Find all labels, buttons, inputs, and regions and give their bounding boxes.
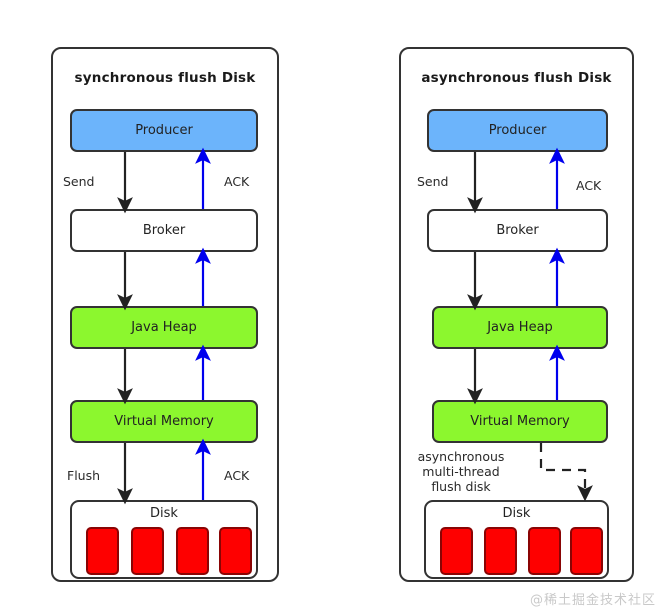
edge-label-send-synchronous: Send	[63, 174, 95, 189]
disk-label: Disk	[502, 506, 531, 521]
node-label: Producer	[135, 123, 193, 138]
panel-title-synchronous: synchronous flush Disk	[74, 70, 256, 86]
node-label: Producer	[488, 123, 547, 138]
node-label: Broker	[142, 223, 186, 238]
node-broker-asynchronous: Broker	[427, 209, 608, 252]
disk-platter	[219, 527, 252, 575]
node-broker-synchronous: Broker	[70, 209, 258, 252]
disk-platter	[570, 527, 603, 575]
panel-title-asynchronous: asynchronous flush Disk	[421, 70, 612, 86]
disk-platter	[131, 527, 164, 575]
disk-platter	[528, 527, 561, 575]
node-label: Virtual Memory	[470, 414, 570, 429]
node-java-heap-synchronous: Java Heap	[70, 306, 258, 349]
node-label: Broker	[496, 223, 539, 238]
node-label: Java Heap	[487, 320, 553, 335]
watermark: @稀土掘金技术社区	[529, 593, 656, 608]
disk-platter	[176, 527, 209, 575]
node-label: Java Heap	[131, 320, 197, 335]
node-producer-synchronous: Producer	[70, 109, 258, 152]
node-producer-asynchronous: Producer	[427, 109, 608, 152]
disk-platter	[440, 527, 473, 575]
edge-label-ack-bottom-synchronous: ACK	[224, 468, 250, 483]
edge-label-send-asynchronous: Send	[417, 174, 449, 189]
node-disk-synchronous: Disk	[70, 500, 258, 579]
disk-label: Disk	[150, 506, 178, 521]
node-virtual-memory-asynchronous: Virtual Memory	[432, 400, 608, 443]
edge-label-ack-top-asynchronous: ACK	[576, 178, 602, 193]
edge-label-flush-synchronous: Flush	[67, 468, 101, 483]
edge-label-ack-top-synchronous: ACK	[224, 174, 250, 189]
node-label: Virtual Memory	[114, 414, 214, 429]
disk-platter	[86, 527, 119, 575]
edge-label-async-flush-note: asynchronous multi-thread flush disk	[417, 449, 505, 494]
node-java-heap-asynchronous: Java Heap	[432, 306, 608, 349]
node-virtual-memory-synchronous: Virtual Memory	[70, 400, 258, 443]
disk-platter	[484, 527, 517, 575]
node-disk-asynchronous: Disk	[424, 500, 609, 579]
